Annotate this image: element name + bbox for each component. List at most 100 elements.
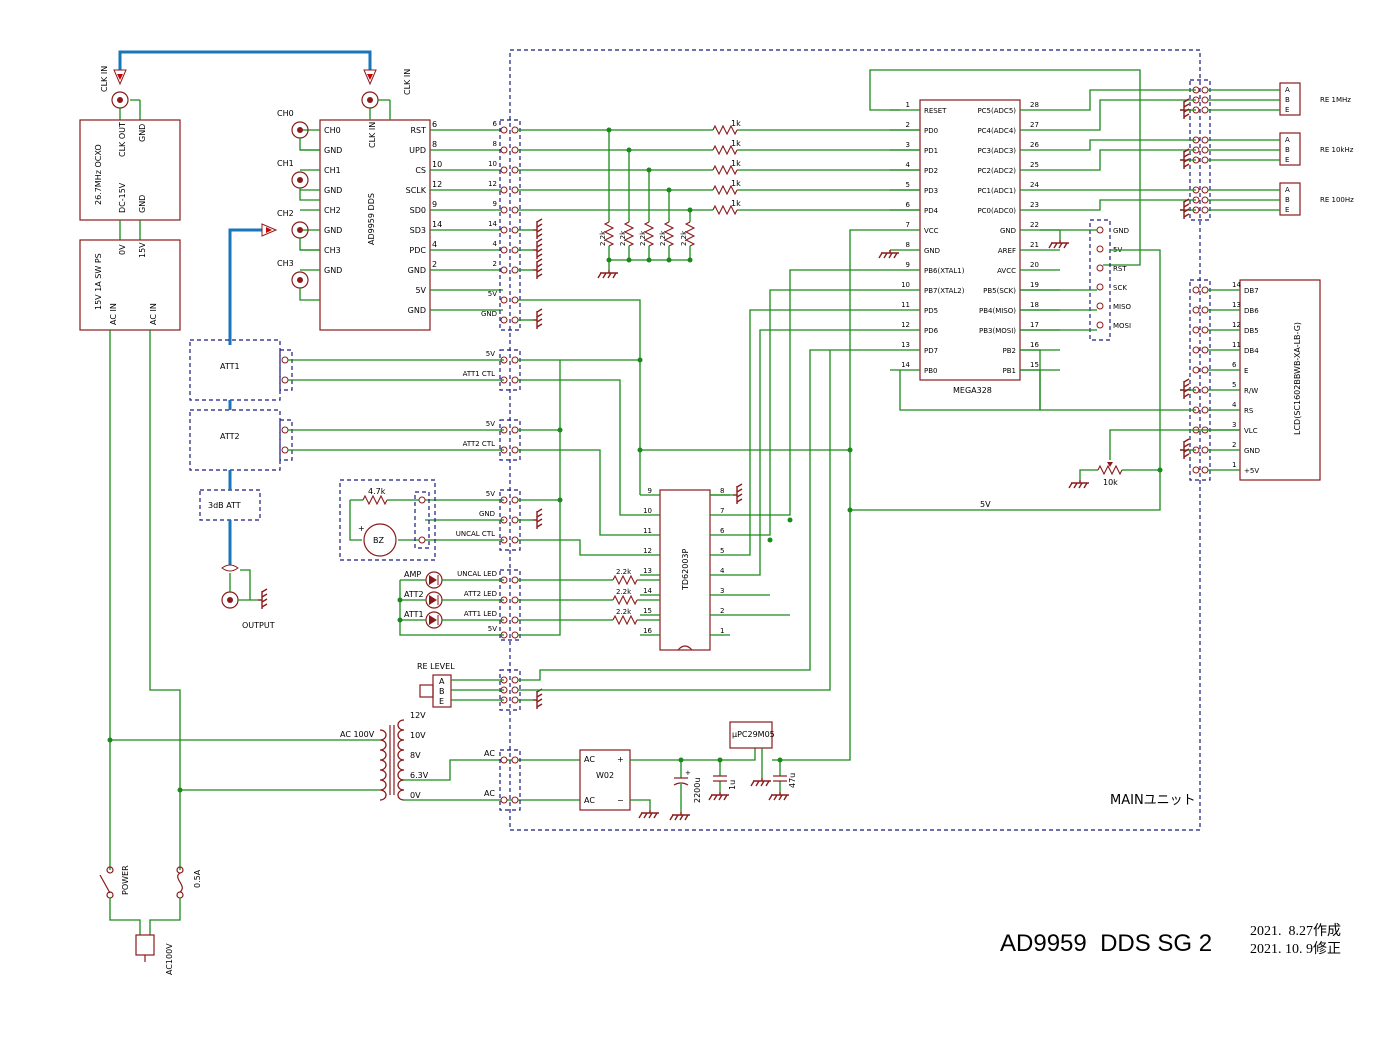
junction	[787, 517, 793, 523]
encoder-body	[1279, 82, 1301, 116]
bridge-w02	[579, 749, 631, 811]
connector-pin	[500, 166, 508, 174]
ps-acin2-label: AC IN	[149, 303, 158, 325]
encoder-pin: E	[1285, 106, 1289, 114]
dds-pin-ch2: CH2	[324, 206, 341, 215]
isp-label: MOSI	[1113, 322, 1131, 330]
wire	[1060, 199, 1196, 211]
td62003p-label: TD62003P	[681, 549, 690, 591]
connector-pin	[511, 126, 519, 134]
connector-pin	[511, 596, 519, 604]
dds-right-7: GND	[408, 266, 426, 275]
wire	[1060, 139, 1196, 151]
dds-right-6: PDC	[409, 246, 426, 255]
encoder-label: RE 10kHz	[1320, 146, 1354, 154]
encoder-body	[1279, 132, 1301, 166]
mega-right-num: 27	[1030, 121, 1039, 129]
lcd-label: DB5	[1244, 327, 1259, 335]
led-resistor	[609, 595, 641, 605]
led-resistor	[609, 575, 641, 585]
mega-left-num: 3	[906, 141, 910, 149]
dds-right-8: 5V	[415, 286, 426, 295]
sma-center	[297, 127, 303, 133]
mega-right-num: 26	[1030, 141, 1039, 149]
title: AD9959 DDS SG 2	[1000, 930, 1213, 957]
encoder-label: RE 100Hz	[1320, 196, 1354, 204]
mega-right-num: 20	[1030, 261, 1039, 269]
res-2k2-label: 2.2k	[659, 230, 667, 246]
mega-left-num: 5	[906, 181, 910, 189]
lcd-num: 4	[1232, 401, 1237, 409]
dds-pin-num: 2	[432, 260, 437, 269]
buzzer: 4.7k BZ +	[349, 487, 430, 557]
connector-pin	[500, 226, 508, 234]
isp-label: MISO	[1113, 303, 1132, 311]
lcd-label: VLC	[1244, 427, 1258, 435]
connector-pin	[1096, 321, 1104, 329]
re-level-b: B	[439, 687, 445, 696]
dds-pin-ch1: CH1	[324, 166, 341, 175]
encoder-pin: B	[1285, 146, 1290, 154]
bridge-minus: −	[617, 796, 624, 805]
re-level-label: RE LEVEL	[417, 662, 455, 671]
ps-0v-label: 0V	[118, 244, 127, 255]
wire	[1060, 89, 1196, 111]
ch2-coax-cable	[228, 228, 262, 345]
mega-right-num: 19	[1030, 281, 1039, 289]
lcd-5v-label: 5V	[980, 500, 991, 509]
connector-pin	[1201, 286, 1209, 294]
connector-pin	[511, 376, 519, 384]
ps-label: 15V 1A SW PS	[94, 253, 103, 310]
junction	[637, 447, 643, 453]
lcd-label: E	[1244, 367, 1248, 375]
connector-pin	[1096, 245, 1104, 253]
mega-left-num: 1	[906, 101, 910, 109]
conn1-label: 4	[493, 240, 498, 248]
connector-pin	[1201, 106, 1209, 114]
lcd-pins: DB714DB613DB512DB411E6R/W5RS4VLC3GND2+5V…	[1179, 281, 1260, 475]
connector-pin	[500, 186, 508, 194]
tdg-pin-left: 12	[643, 547, 652, 555]
connector-pin	[511, 616, 519, 624]
mega-right-label: PC4(ADC4)	[977, 127, 1016, 135]
tap-6v3: 6.3V	[410, 771, 429, 780]
wire	[299, 238, 320, 251]
mega-right-num: 21	[1030, 241, 1039, 249]
connector-pin	[500, 146, 508, 154]
regulator-label: μPC29M05	[732, 730, 775, 739]
tdg-pin-left: 9	[648, 487, 652, 495]
title-block: AD9959 DDS SG 2 2021. 8.27作成 2021. 10. 9…	[1000, 918, 1380, 968]
mega-right-label: PC0(ADC0)	[977, 207, 1016, 215]
dds-pin-gnd: GND	[324, 266, 342, 275]
lcd-num: 1	[1232, 461, 1236, 469]
connector-pin	[1201, 366, 1209, 374]
tdg-pin-left: 11	[643, 527, 652, 535]
sma-center	[297, 277, 303, 283]
ocxo-clk-in-label: CLK IN	[100, 66, 109, 92]
mega-right-label: PC5(ADC5)	[977, 107, 1016, 115]
ac-plug: AC100V	[135, 934, 174, 975]
mega-right-label: PC1(ADC1)	[977, 187, 1016, 195]
connector-pin	[1201, 306, 1209, 314]
connector-pin	[1201, 406, 1209, 414]
ground-symbol	[1179, 378, 1190, 400]
mega-left-num: 10	[901, 281, 910, 289]
output-label: OUTPUT	[242, 621, 275, 630]
wire	[518, 350, 831, 691]
connector-pin	[500, 266, 508, 274]
sma-ch3: CH3	[277, 259, 320, 301]
mega-right-label: AREF	[998, 247, 1016, 255]
dds-pin-gnd: GND	[324, 186, 342, 195]
led-anode	[429, 595, 437, 605]
connector-pin	[511, 186, 519, 194]
ocxo-label: 26.7MHz OCXO	[94, 144, 103, 205]
junction	[767, 537, 773, 543]
ocxo-clk-connector: CLK IN	[100, 66, 129, 109]
lcd-label: LCD(SC1602BBWB-XA-LB-G)	[1293, 322, 1302, 435]
dds-pin-num: 10	[432, 160, 442, 169]
connector-pin	[1192, 346, 1200, 354]
